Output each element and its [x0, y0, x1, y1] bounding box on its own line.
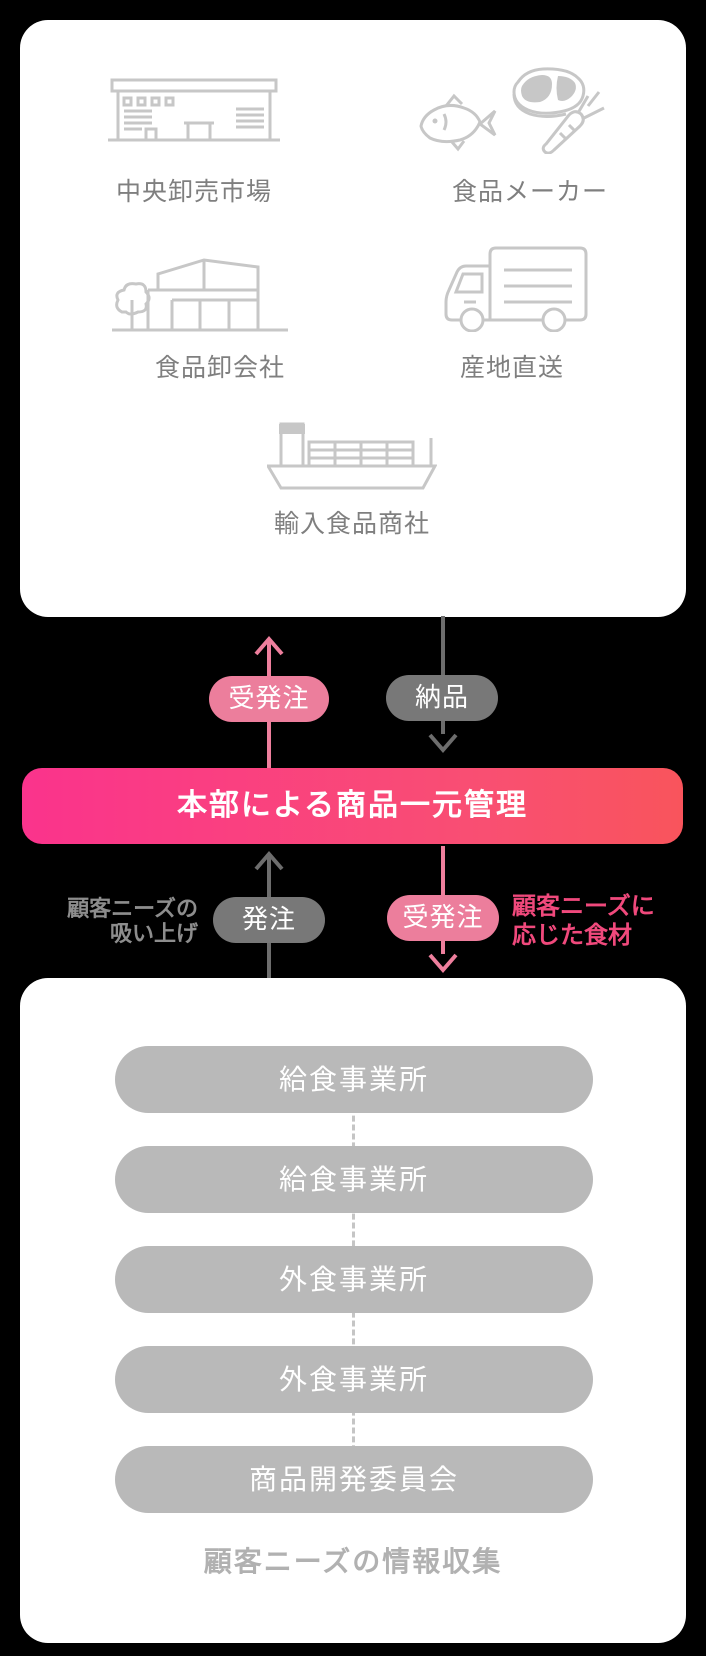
office-pill-gaishoku-2: 外食事業所 — [115, 1346, 593, 1413]
receive-pill-bottom: 受発注 — [387, 895, 499, 941]
order-pill-bottom: 発注 — [213, 897, 325, 943]
truck-icon — [444, 246, 588, 332]
order-pill-top: 受発注 — [209, 676, 329, 722]
suppliers-card: 中央卸売市場 食品メーカー — [20, 20, 686, 617]
office-pill-development-committee: 商品開発委員会 — [115, 1446, 593, 1513]
delivery-pill: 納品 — [386, 675, 498, 721]
order-note-line2: 吸い上げ — [109, 922, 198, 947]
ship-icon — [267, 422, 437, 490]
food-icon — [419, 67, 605, 154]
receive-note-line2: 応じた食材 — [512, 921, 632, 949]
office-pill-kyushoku-1: 給食事業所 — [115, 1046, 593, 1113]
supplier-label-wholesaler: 食品卸会社 — [154, 353, 285, 382]
store-icon — [112, 258, 288, 332]
supplier-label-food-maker: 食品メーカー — [451, 177, 608, 206]
order-note-line1: 顧客ニーズの — [67, 897, 198, 922]
hq-banner: 本部による商品一元管理 — [22, 768, 683, 844]
supplier-label-direct-shipping: 産地直送 — [459, 353, 564, 382]
supplier-label-central-market: 中央卸売市場 — [115, 177, 272, 206]
office-pill-kyushoku-2: 給食事業所 — [115, 1146, 593, 1213]
offices-caption: 顧客ニーズの情報収集 — [203, 1545, 503, 1578]
office-pill-gaishoku-1: 外食事業所 — [115, 1246, 593, 1313]
order-note: 顧客ニーズの 吸い上げ — [30, 897, 198, 947]
receive-note-line1: 顧客ニーズに — [512, 892, 655, 920]
supplier-label-import-trader: 輸入食品商社 — [273, 509, 430, 538]
warehouse-icon — [108, 78, 280, 142]
receive-note: 顧客ニーズに 応じた食材 — [512, 892, 692, 950]
